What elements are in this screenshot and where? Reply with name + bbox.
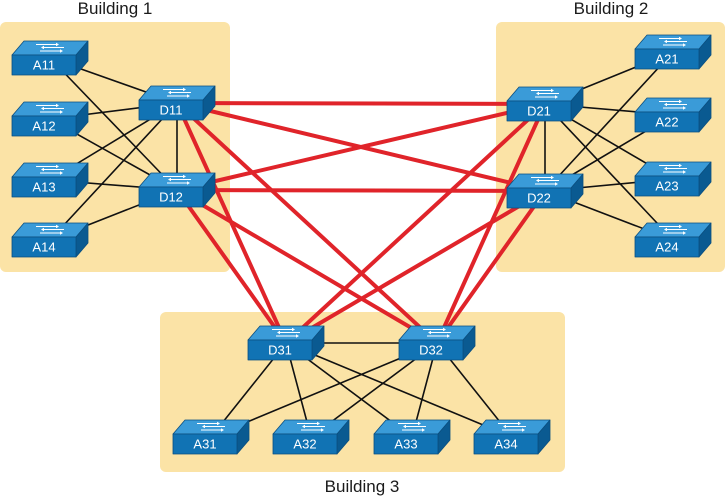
switch-a21[interactable]: A21 xyxy=(634,34,712,70)
switch-front-face xyxy=(634,48,700,70)
switch-front-face xyxy=(373,433,439,455)
switch-d32[interactable]: D32 xyxy=(398,325,476,361)
building-2-area xyxy=(496,22,725,272)
switch-d21[interactable]: D21 xyxy=(506,86,584,122)
core-link-d22-d31 xyxy=(284,189,547,345)
switch-icon xyxy=(36,42,64,53)
switch-icon xyxy=(659,163,687,174)
switch-label: A21 xyxy=(655,52,678,67)
core-link-d12-d22 xyxy=(175,188,547,193)
switch-a34[interactable]: A34 xyxy=(473,419,551,455)
switch-front-face xyxy=(138,186,204,208)
switch-a24[interactable]: A24 xyxy=(634,222,712,258)
link-a24-d21 xyxy=(544,103,674,241)
switch-label: A12 xyxy=(32,119,55,134)
switch-label: A32 xyxy=(293,437,316,452)
switch-d11[interactable]: D11 xyxy=(138,85,216,121)
switch-icon xyxy=(163,87,191,98)
switch-label: A23 xyxy=(655,179,678,194)
core-link-d11-d32 xyxy=(175,101,439,345)
link-a21-d22 xyxy=(544,51,674,192)
switch-label: A22 xyxy=(655,115,678,130)
switch-label: A13 xyxy=(32,180,55,195)
switch-label: A34 xyxy=(494,437,517,452)
switch-front-face xyxy=(272,433,338,455)
switch-label: A14 xyxy=(32,240,55,255)
switch-d31[interactable]: D31 xyxy=(247,325,325,361)
switch-a33[interactable]: A33 xyxy=(373,419,451,455)
switch-icon xyxy=(36,224,64,235)
switch-front-face xyxy=(11,236,77,258)
switch-label: D22 xyxy=(527,191,551,206)
switch-label: D32 xyxy=(419,343,443,358)
switch-label: D12 xyxy=(159,190,183,205)
link-a14-d11 xyxy=(49,102,178,241)
switch-label: D11 xyxy=(160,103,183,118)
switch-icon xyxy=(531,88,559,99)
switch-icon xyxy=(659,224,687,235)
switch-a13[interactable]: A13 xyxy=(11,162,89,198)
core-link-d12-d32 xyxy=(175,188,439,345)
link-a34-d31 xyxy=(285,342,513,438)
switch-label: A33 xyxy=(394,437,417,452)
switch-front-face xyxy=(11,176,77,198)
switch-icon xyxy=(398,421,426,432)
switch-a22[interactable]: A22 xyxy=(634,97,712,133)
core-link-d12-d21 xyxy=(175,102,547,192)
switch-a11[interactable]: A11 xyxy=(11,40,89,76)
switch-a14[interactable]: A14 xyxy=(11,222,89,258)
switch-front-face xyxy=(11,54,77,76)
switch-label: D21 xyxy=(527,104,551,119)
switch-label: D31 xyxy=(268,343,292,358)
switch-front-face xyxy=(506,100,572,122)
building-1-label: Building 1 xyxy=(78,0,153,18)
core-link-d22-d32 xyxy=(435,189,547,345)
switch-front-face xyxy=(634,236,700,258)
switch-icon xyxy=(659,99,687,110)
switch-a32[interactable]: A32 xyxy=(272,419,350,455)
switch-front-face xyxy=(172,433,238,455)
switch-icon xyxy=(659,36,687,47)
switch-icon xyxy=(498,421,526,432)
switch-label: A11 xyxy=(33,58,55,73)
switch-icon xyxy=(36,103,64,114)
switch-front-face xyxy=(634,175,700,197)
switch-a31[interactable]: A31 xyxy=(172,419,250,455)
switch-front-face xyxy=(634,111,700,133)
building-1-area xyxy=(0,22,230,272)
switch-label: A31 xyxy=(193,437,216,452)
switch-icon xyxy=(36,164,64,175)
switch-icon xyxy=(197,421,225,432)
switch-front-face xyxy=(138,99,204,121)
switch-d12[interactable]: D12 xyxy=(138,172,216,208)
switch-a23[interactable]: A23 xyxy=(634,161,712,197)
switch-front-face xyxy=(473,433,539,455)
core-link-d21-d31 xyxy=(284,102,547,345)
switch-icon xyxy=(163,174,191,185)
switch-front-face xyxy=(398,339,464,361)
switch-icon xyxy=(423,327,451,338)
link-a11-d12 xyxy=(49,57,178,191)
switch-a12[interactable]: A12 xyxy=(11,101,89,137)
switch-front-face xyxy=(11,115,77,137)
switch-front-face xyxy=(506,187,572,209)
switch-icon xyxy=(531,175,559,186)
building-2-label: Building 2 xyxy=(574,0,649,18)
switch-label: A24 xyxy=(655,240,678,255)
switch-icon xyxy=(272,327,300,338)
switch-front-face xyxy=(247,339,313,361)
core-link-d12-d31 xyxy=(175,188,288,345)
building-3-label: Building 3 xyxy=(325,477,400,496)
core-link-d11-d21 xyxy=(175,101,547,106)
switch-d22[interactable]: D22 xyxy=(506,173,584,209)
switch-icon xyxy=(297,421,325,432)
